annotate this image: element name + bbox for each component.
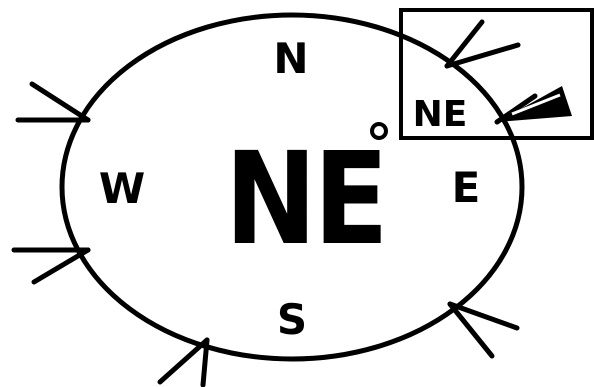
south-label: S (277, 295, 307, 344)
indicator-label: NE (413, 94, 468, 135)
compass-ring (59, 12, 525, 362)
degree-icon (370, 122, 388, 140)
east-label: E (452, 163, 481, 212)
arrow-pointer-lower-right (447, 301, 520, 359)
heading-readout: NE (225, 125, 385, 274)
arrow-pointer-lower-left (11, 247, 91, 285)
arrow-pointer-upper-right (444, 19, 521, 69)
arrow-pointer-right (494, 93, 538, 125)
indicator-box (399, 8, 594, 140)
north-label: N (273, 34, 308, 83)
arrow-pointers (11, 19, 538, 387)
arrow-pointer-upper-left (15, 81, 91, 123)
arrow-pointer-bottom (157, 337, 210, 387)
west-label: W (99, 164, 145, 213)
direction-arrow-icon (497, 86, 572, 122)
